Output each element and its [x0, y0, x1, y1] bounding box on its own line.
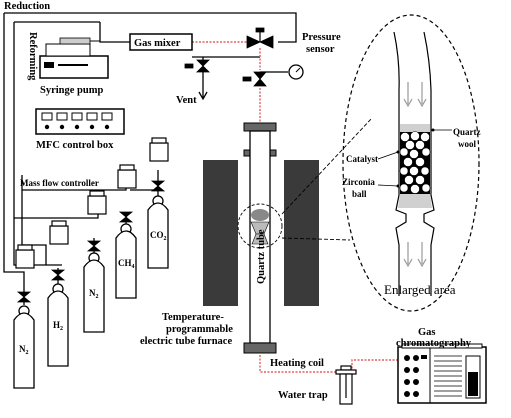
gas-chromatography-label-line1: Gas	[418, 327, 436, 338]
mass-flow-controller-label: Mass flow controller	[20, 178, 99, 188]
mfc-control-box	[35, 108, 125, 135]
enlarged-area	[342, 14, 480, 312]
cylinder-label: N2	[19, 344, 29, 356]
quartz-wool-label-line1: Quartz	[453, 127, 481, 137]
gas-chromatograph	[397, 343, 487, 404]
cylinder-h2	[47, 290, 69, 367]
tube-furnace	[203, 122, 319, 354]
mfc-n2-b	[87, 195, 107, 215]
reforming-label: Reforming	[27, 32, 38, 81]
syringe-pump-label: Syringe pump	[40, 85, 103, 96]
cylinder-label: N2	[89, 288, 99, 300]
cylinder-valves	[16, 180, 166, 303]
valve-icon	[196, 59, 210, 73]
zirconia-label-line2: ball	[352, 189, 367, 199]
catalyst-label: Catalyst	[346, 154, 378, 164]
cylinder-label: H2	[53, 320, 63, 332]
valve-icon	[253, 71, 267, 87]
mfc-control-box-label: MFC control box	[36, 140, 114, 151]
cylinder-n2-b	[83, 259, 105, 333]
water-trap	[335, 365, 357, 405]
pressure-sensor-label-line2: sensor	[306, 44, 335, 55]
mfc-n2-a	[15, 249, 35, 269]
furnace-label-line2: programmable	[166, 324, 233, 335]
pressure-sensor-label-line1: Pressure	[302, 32, 341, 43]
cylinder-label: CH4	[118, 258, 135, 270]
gas-cylinders	[13, 195, 169, 389]
valve-icon	[86, 240, 102, 252]
gas-mixer-label: Gas mixer	[134, 38, 181, 49]
cylinder-ch4	[115, 230, 137, 299]
mfc-h2	[49, 225, 69, 245]
furnace-right-wall	[284, 160, 319, 306]
water-trap-label: Water trap	[278, 390, 328, 401]
vent-label: Vent	[176, 95, 197, 106]
cylinder-co2	[147, 202, 169, 269]
gas-mixer-box	[129, 33, 193, 51]
quartz-tube-label: Quartz tube	[256, 229, 267, 284]
cylinder-n2-a	[13, 312, 35, 389]
zirconia-label-line1: Zirconia	[342, 177, 375, 187]
valve-icon	[118, 211, 134, 223]
valve-icon	[150, 180, 166, 192]
gas-chromatography-label-line2: chromatography	[396, 338, 472, 349]
mass-flow-controllers	[15, 137, 169, 269]
furnace-label-line3: electric tube furnace	[140, 336, 232, 347]
catalyst-bed	[251, 209, 269, 221]
line-valves	[184, 27, 274, 87]
mfc-ch4	[117, 169, 137, 189]
cylinder-label: CO2	[150, 230, 167, 242]
heating-coil-label: Heating coil	[270, 358, 324, 369]
syringe-pump	[39, 37, 109, 79]
mfc-co2	[149, 142, 169, 162]
furnace-label-line1: Temperature-	[162, 312, 224, 323]
enlarged-area-label: Enlarged area	[384, 282, 456, 297]
enlarged-area-outline	[342, 14, 480, 312]
valve-icon	[16, 291, 32, 303]
heated-lines	[192, 41, 400, 373]
valve-icon	[50, 269, 66, 281]
reduction-label: Reduction	[4, 1, 50, 12]
quartz-wool-label-line2: wool	[458, 139, 476, 149]
furnace-left-wall	[203, 160, 238, 306]
